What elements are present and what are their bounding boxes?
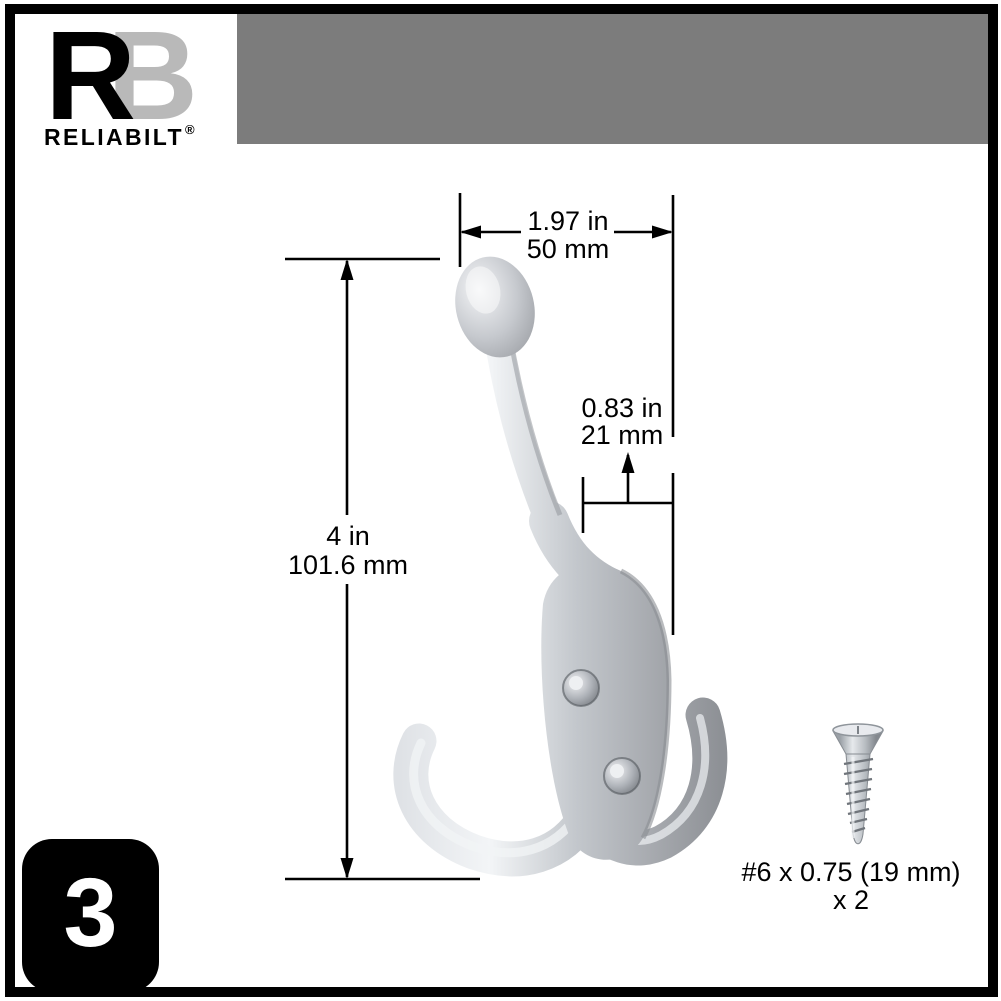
width-millimeters: 50 mm [526,234,610,264]
width-dimension-label: 1.97 in 50 mm [527,207,610,263]
mounting-rivet-bottom [603,757,641,795]
logo-letter-b: B [107,5,198,146]
dimension-lines [285,193,675,881]
image-number-badge: 3 [22,839,159,992]
screw-spec-label: #6 x 0.75 (19 mm) x 2 [741,858,960,914]
coat-hook-photo [393,256,728,877]
screw-photo [832,723,884,845]
screw-quantity: x 2 [832,885,870,915]
brand-wordmark: RELIABILT® [44,122,195,151]
registered-trademark-symbol: ® [185,122,195,137]
projection-millimeters: 21 mm [580,420,664,450]
height-inches: 4 in [326,521,370,551]
dimension-arrowheads [340,225,673,879]
image-border [5,4,998,997]
brand-gray-bar [237,14,988,144]
projection-inches: 0.83 in [581,393,663,423]
height-dimension-label: 4 in 101.6 mm [288,522,408,580]
projection-dimension-label: 0.83 in 21 mm [581,395,664,449]
mounting-rivet-top [562,669,600,707]
height-millimeters: 101.6 mm [287,550,409,580]
reliabilt-logo: B R RELIABILT® [44,5,275,163]
width-inches: 1.97 in [527,206,609,236]
image-number: 3 [63,858,118,967]
brand-name: RELIABILT [44,124,184,150]
screw-size: #6 x 0.75 (19 mm) [741,857,961,887]
logo-letter-r: R [45,5,136,146]
